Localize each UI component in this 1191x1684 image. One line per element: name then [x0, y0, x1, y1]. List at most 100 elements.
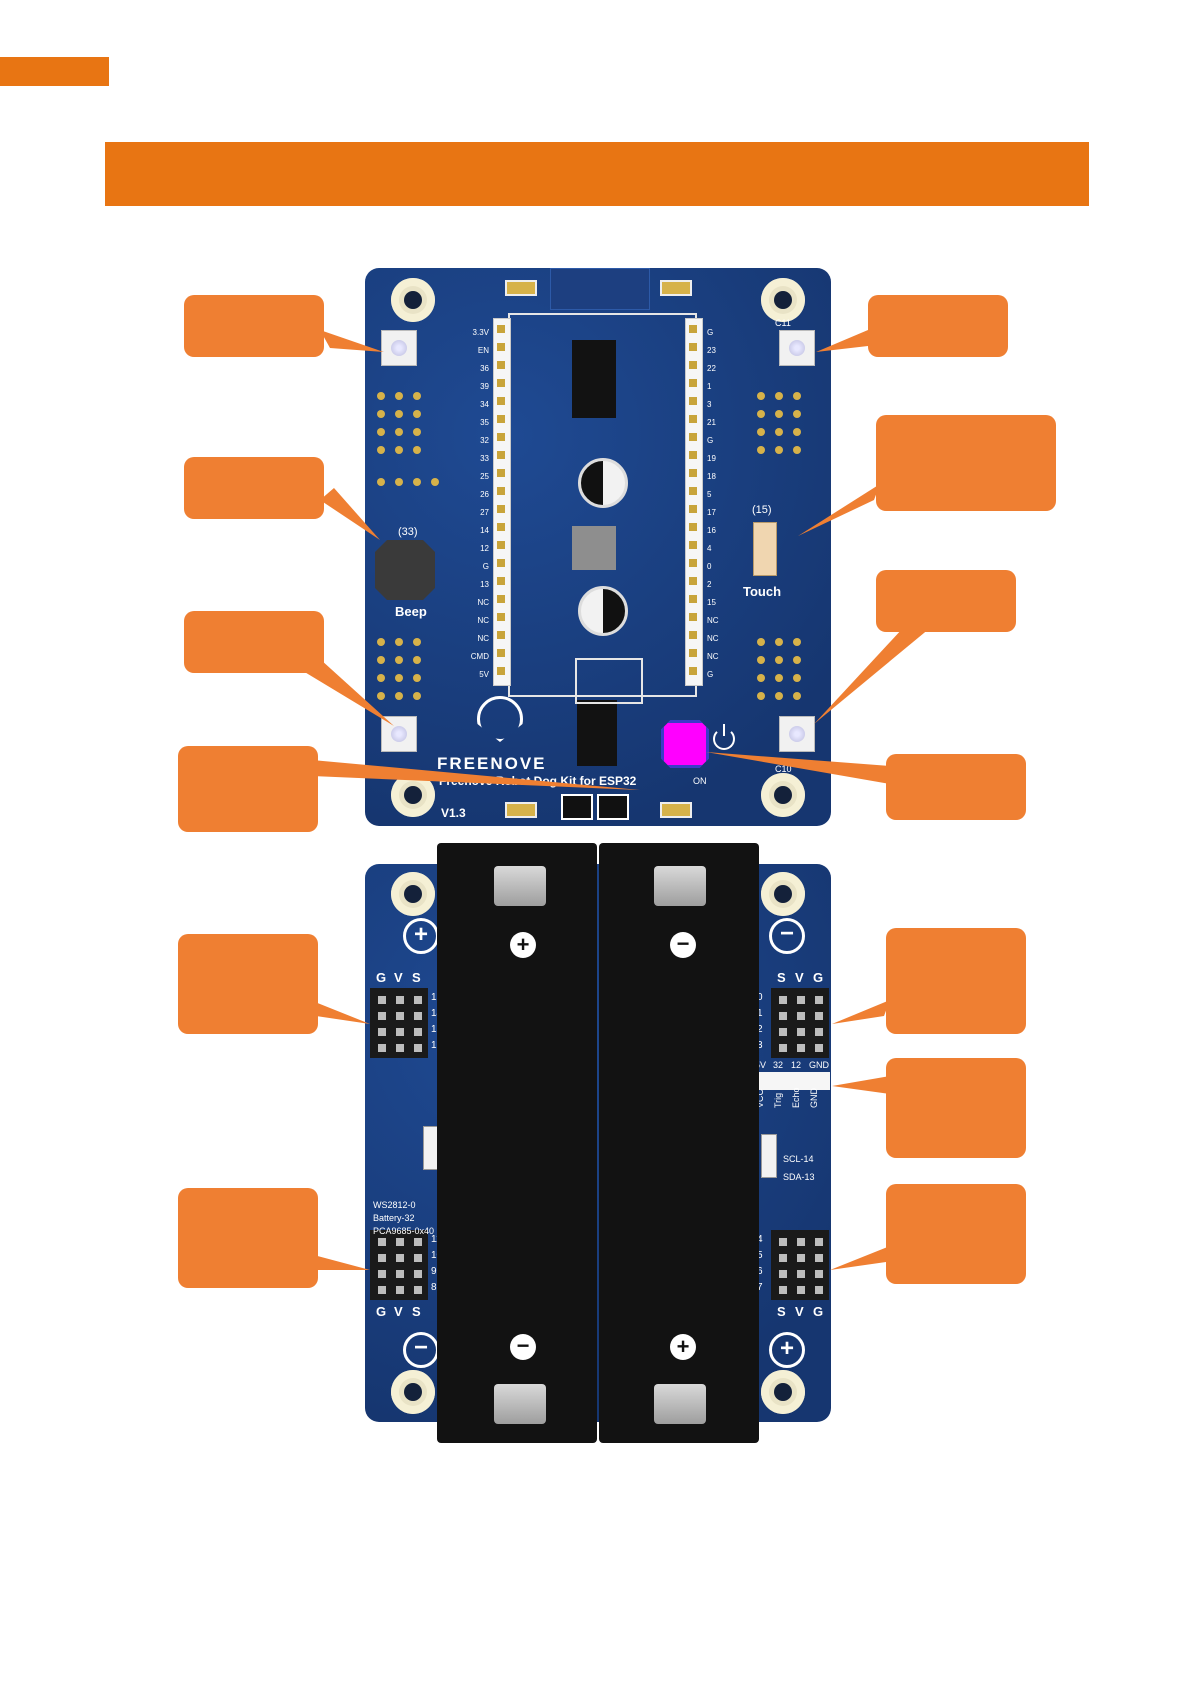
pin-label: CMD — [470, 652, 489, 661]
servo-header-label: G — [376, 1304, 387, 1319]
solder-pad — [793, 428, 801, 436]
battery-clip-bl — [494, 1384, 546, 1424]
solder-pad — [431, 478, 439, 486]
solder-pad — [377, 638, 385, 646]
pin-label: NC — [707, 634, 719, 643]
callout-servo-rt — [886, 928, 1026, 1034]
diode-2 — [597, 794, 629, 820]
sda-label: SDA-13 — [783, 1172, 815, 1182]
solder-pad — [413, 674, 421, 682]
capacitor-2 — [578, 586, 628, 636]
servo-channel-label: 10 — [431, 1250, 442, 1261]
callout-power — [886, 754, 1026, 820]
rgb-led-tr — [779, 330, 815, 366]
top-pad-right — [660, 280, 692, 296]
left-pin-header — [493, 318, 511, 686]
mount-hole-tl — [391, 278, 435, 322]
servo-header-label: G — [813, 970, 824, 985]
brand-label: FREENOVE — [437, 754, 547, 773]
solder-pad — [377, 674, 385, 682]
servo-header-label: V — [795, 1304, 804, 1319]
section-banner — [105, 142, 1089, 206]
servo-channel-label: 5 — [757, 1250, 763, 1261]
pin-label: 39 — [480, 382, 489, 391]
servo-header-label: S — [777, 970, 786, 985]
pin-label: 27 — [480, 508, 489, 517]
mount-hole-tr — [761, 278, 805, 322]
servo-channel-label: 4 — [757, 1234, 763, 1245]
callout-led-br — [876, 570, 1016, 632]
bottom-pad-left — [505, 802, 537, 818]
solder-pad — [775, 638, 783, 646]
solder-pad — [775, 674, 783, 682]
callout-logo — [178, 746, 318, 832]
pin-label: G — [707, 670, 714, 679]
solder-pad — [377, 428, 385, 436]
pin-label: 33 — [480, 454, 489, 463]
servo-header-label: S — [412, 970, 421, 985]
right-pin-header — [685, 318, 703, 686]
pin-label: 26 — [480, 490, 489, 499]
battery-clip-tl — [494, 866, 546, 906]
pin-label: 36 — [480, 364, 489, 373]
capacitor-1 — [578, 458, 628, 508]
buzzer — [375, 540, 435, 600]
solder-pad — [377, 410, 385, 418]
pin-label: 3 — [707, 400, 712, 409]
servo-channel-label: 9 — [431, 1266, 437, 1277]
solder-pad — [413, 656, 421, 664]
callout-buzzer — [184, 457, 324, 519]
freenove-logo-icon — [477, 696, 523, 742]
solder-pad — [793, 674, 801, 682]
solder-pad — [395, 478, 403, 486]
diode-1 — [561, 794, 593, 820]
solder-pad — [775, 410, 783, 418]
solder-pad — [377, 392, 385, 400]
solder-pad — [395, 674, 403, 682]
servo-channel-label: 12 — [431, 1040, 442, 1051]
solder-pad — [395, 446, 403, 454]
pin-label: G — [482, 562, 489, 571]
pin-label: 17 — [707, 508, 716, 517]
version-label: V1.3 — [441, 806, 466, 820]
solder-pad — [775, 446, 783, 454]
bottom-connector — [575, 658, 643, 704]
solder-pad — [413, 638, 421, 646]
solder-pad — [793, 656, 801, 664]
pin-label: 13 — [480, 580, 489, 589]
bottom-pad-right — [660, 802, 692, 818]
servo-header-right-top — [771, 988, 829, 1058]
solder-pad — [757, 410, 765, 418]
servo-header-left-top — [370, 988, 428, 1058]
pin-label: 3.3V — [472, 328, 489, 337]
servo-channel-label: 2 — [757, 1024, 763, 1035]
solder-pad — [757, 428, 765, 436]
servo-channel-label: 7 — [757, 1282, 763, 1293]
sonar-top-label: GND — [809, 1060, 829, 1070]
servo-header-right-bottom — [771, 1230, 829, 1300]
servo-header-label: V — [795, 970, 804, 985]
sonar-top-label: 32 — [773, 1060, 784, 1070]
servo-header-label: S — [412, 1304, 421, 1319]
pin-label: 1 — [707, 382, 712, 391]
pin-label: EN — [477, 346, 489, 355]
servo-header-label: S — [777, 1304, 786, 1319]
power-button[interactable] — [661, 720, 709, 768]
touch-label: Touch — [743, 584, 782, 599]
servo-channel-label: 11 — [431, 1234, 441, 1245]
c10-label: C10 — [775, 764, 792, 774]
mount-hole-bottom-tr — [761, 872, 805, 916]
pin-label: 14 — [480, 526, 489, 535]
switch-right[interactable] — [761, 1134, 777, 1178]
servo-channel-label: 3 — [757, 1040, 763, 1051]
servo-channel-label: 13 — [431, 1024, 442, 1035]
pin-label: 25 — [480, 472, 489, 481]
servo-channel-label: 8 — [431, 1282, 437, 1293]
pin-label: 32 — [480, 436, 489, 445]
battery-minus-icon-2: − — [510, 1334, 536, 1360]
sonar-top-label: 5V — [755, 1060, 767, 1070]
solder-pad — [413, 478, 421, 486]
pin-label: 5V — [479, 670, 489, 679]
pin-label: 2 — [707, 580, 712, 589]
